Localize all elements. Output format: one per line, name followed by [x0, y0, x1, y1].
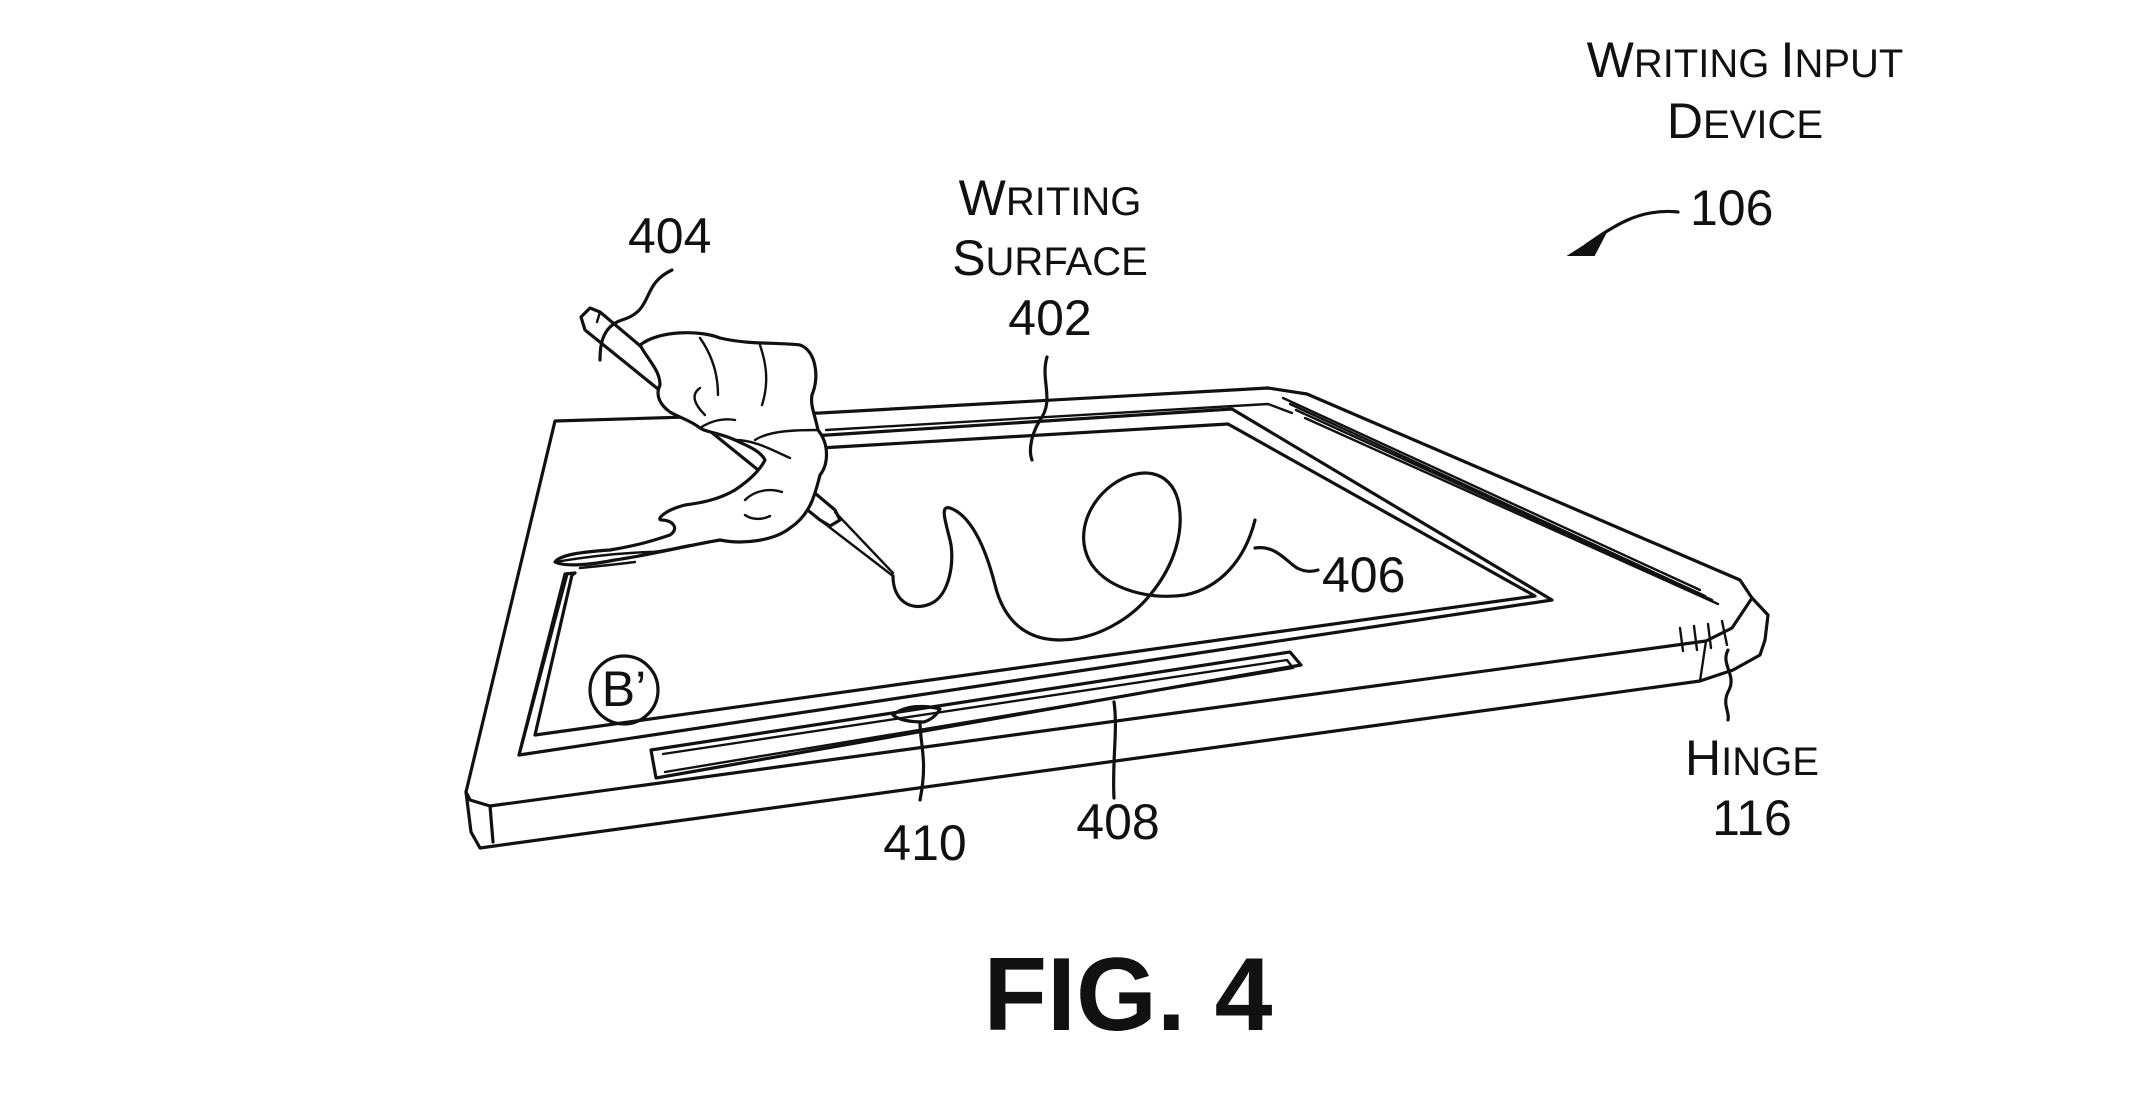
hand-with-stylus [553, 306, 895, 578]
figure-caption: FIG. 4 [984, 937, 1273, 1053]
hand [553, 331, 829, 567]
device-rim-line [824, 402, 1294, 432]
device-front-edge-inner [488, 804, 495, 844]
section-marker: B’ [588, 654, 660, 726]
screen-left-border [517, 572, 569, 757]
device-title-line1: WRITING INPUT [1587, 32, 1904, 88]
writing-surface-line2: SURFACE [952, 230, 1148, 286]
stylus-ref-404: 404 [628, 208, 711, 264]
section-marker-label: B’ [602, 661, 646, 717]
leader-408 [1112, 700, 1117, 800]
ink-stroke-ref-406: 406 [1322, 547, 1405, 603]
device-outer-body [464, 386, 1754, 808]
stylus-slot-inner [661, 658, 1295, 774]
hinge-label: HINGE [1685, 730, 1819, 786]
device-front-edge [464, 596, 1770, 850]
slot-clip [891, 704, 942, 724]
device-side-line [1698, 639, 1708, 683]
arrow-106-head [1566, 229, 1609, 256]
device-ref-106: 106 [1690, 180, 1773, 236]
hinge-lines [1281, 396, 1729, 653]
hinge-ref-116: 116 [1712, 790, 1792, 846]
clip-ref-410: 410 [883, 815, 966, 871]
device-title-line2: DEVICE [1667, 93, 1823, 149]
writing-surface-line1: WRITING [959, 170, 1142, 226]
leader-404 [598, 268, 674, 362]
leader-406 [1253, 546, 1320, 573]
leader-116 [1724, 648, 1733, 722]
leader-402 [1028, 355, 1049, 462]
writing-input-device [464, 386, 1770, 850]
leader-410 [918, 720, 926, 802]
ink-stroke [891, 471, 1257, 642]
writing-surface-ref-402: 402 [1008, 290, 1091, 346]
slot-ref-408: 408 [1076, 794, 1159, 850]
